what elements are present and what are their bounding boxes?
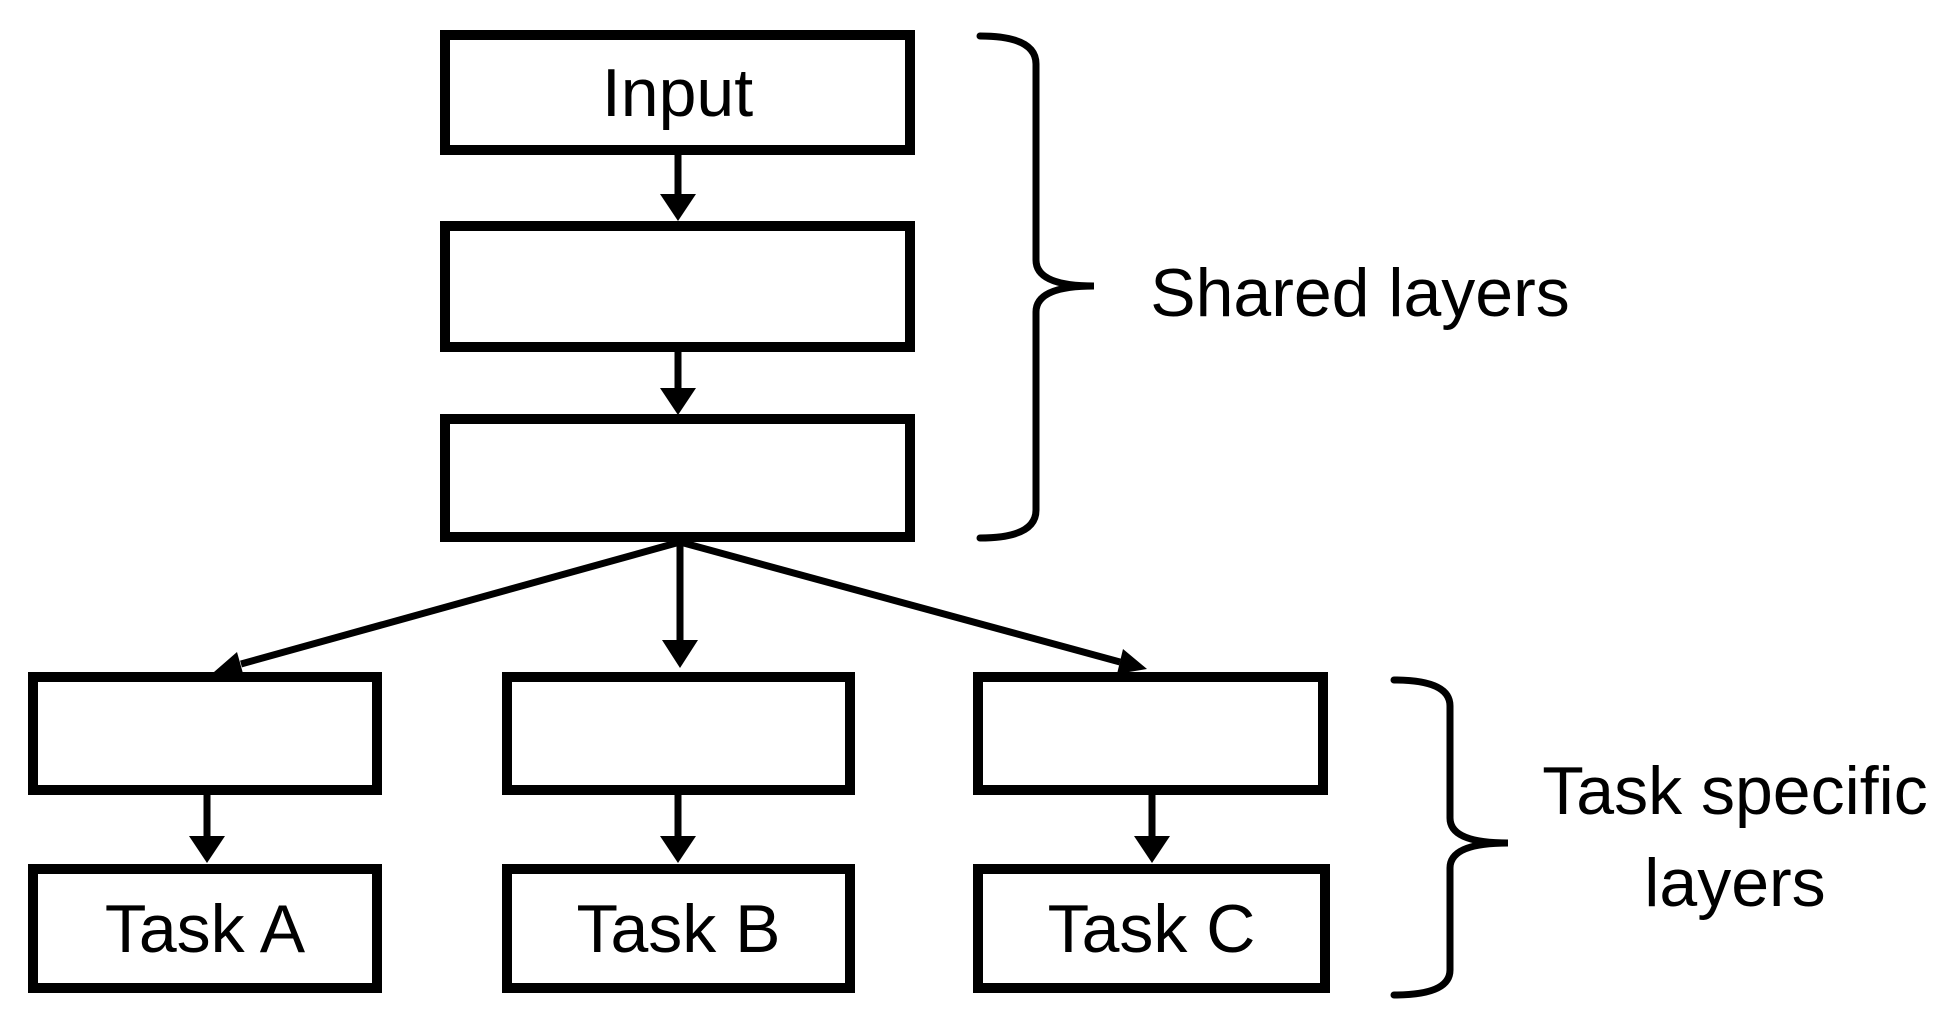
task-specific-label-line2: layers — [1644, 845, 1826, 921]
task-b-box: Task B — [502, 864, 855, 993]
task-specific-label-line1: Task specific — [1542, 753, 1928, 829]
arrow-task-layer-c-to-task-c — [1134, 795, 1170, 863]
task-layer-box-b — [502, 672, 855, 795]
arrow-task-layer-b-to-task-b — [660, 795, 696, 863]
input-box: Input — [440, 30, 915, 155]
arrow-input-to-shared1 — [660, 155, 696, 221]
task-c-box: Task C — [973, 864, 1330, 993]
task-specific-layers-label: Task specific layers — [1530, 745, 1940, 929]
task-specific-layers-brace — [1390, 676, 1509, 999]
task-a-box: Task A — [28, 864, 382, 993]
shared-layer-box-2 — [440, 414, 915, 542]
arrow-shared1-to-shared2 — [660, 352, 696, 415]
arrow-task-layer-a-to-task-a — [189, 795, 225, 863]
arrow-shared2-to-task-layer-a — [214, 538, 681, 677]
task-layer-box-c — [973, 672, 1328, 795]
shared-layers-brace — [976, 32, 1095, 542]
task-layer-box-a — [28, 672, 382, 795]
shared-layer-box-1 — [440, 221, 915, 352]
arrow-shared2-to-task-layer-c — [679, 538, 1147, 674]
arrow-shared2-to-task-layer-b — [662, 542, 698, 668]
shared-layers-label: Shared layers — [1150, 254, 1570, 331]
